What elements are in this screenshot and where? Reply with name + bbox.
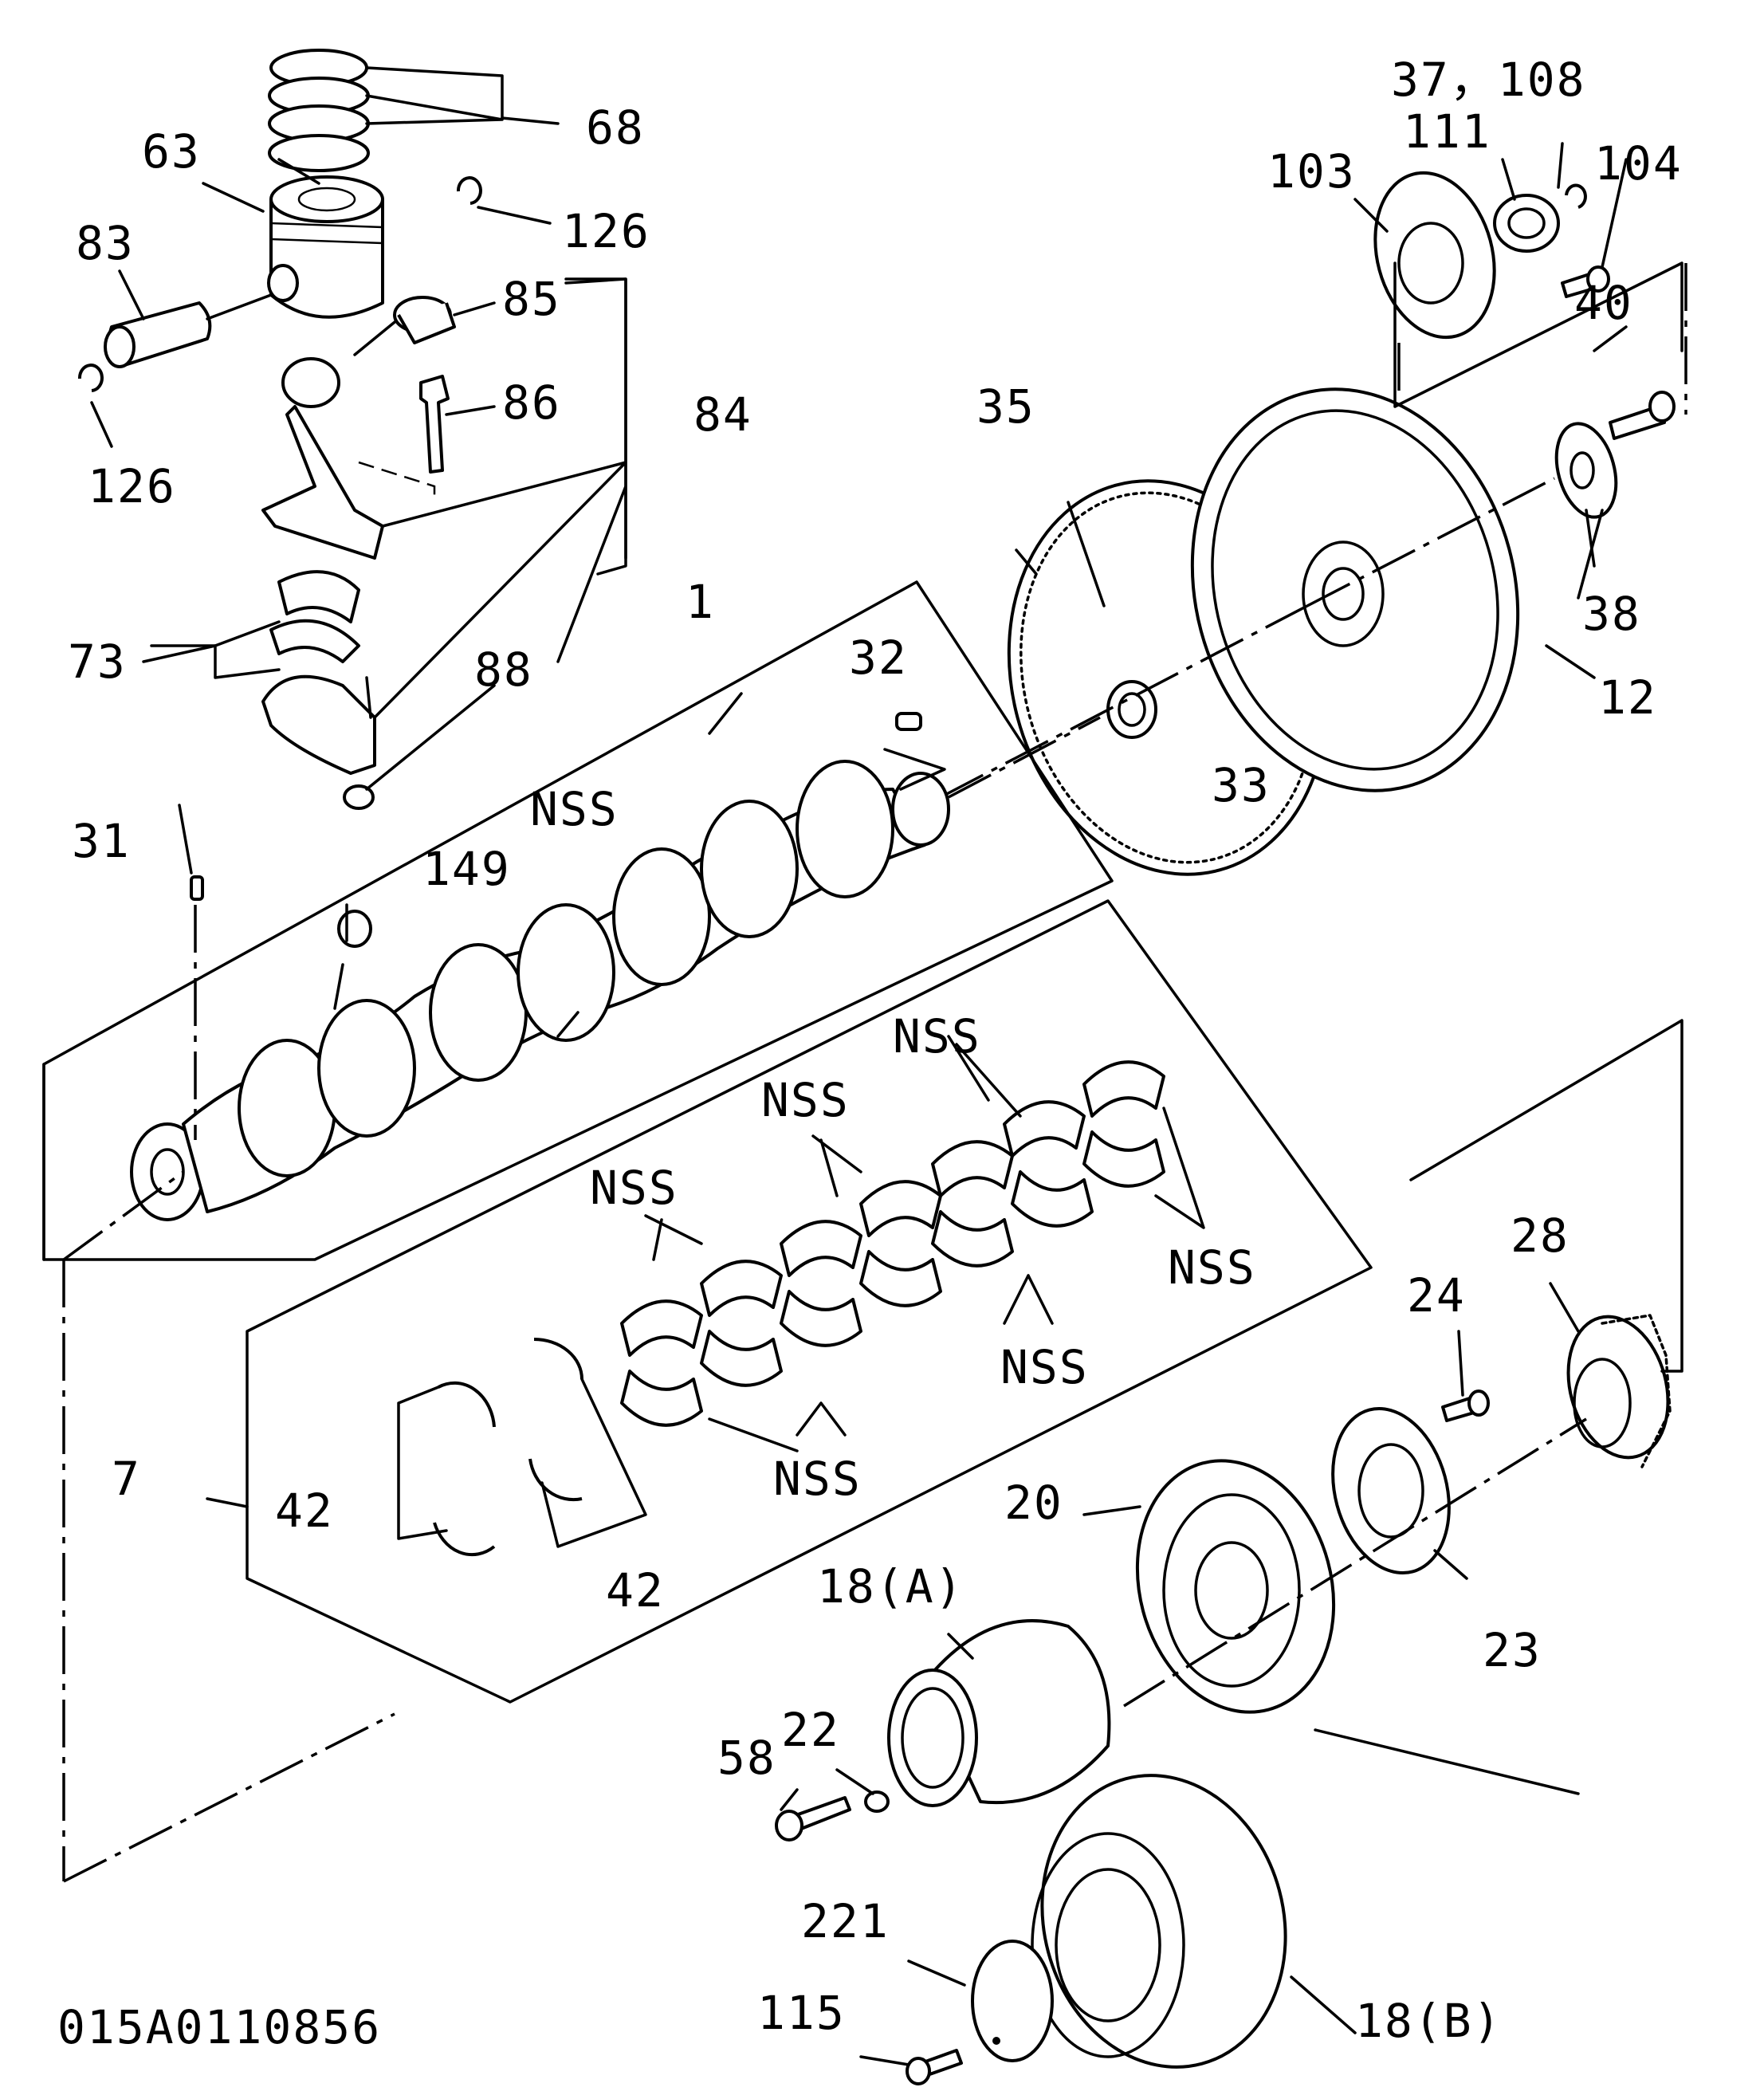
diagram-id: 015A0110856 — [57, 2000, 381, 2054]
callout-18a: 18(A) — [817, 1559, 965, 1614]
crank-plug[interactable] — [333, 910, 372, 1010]
connecting-rod[interactable] — [261, 317, 400, 560]
cover-bolt[interactable] — [906, 2049, 963, 2085]
callout-63: 63 — [142, 124, 201, 179]
callout-nss-crank: NSS — [530, 782, 619, 836]
callout-73: 73 — [68, 635, 127, 689]
callout-85: 85 — [502, 272, 561, 326]
callout-104: 104 — [1594, 136, 1683, 191]
callout-12: 12 — [1598, 670, 1657, 725]
callout-111: 111 — [1403, 104, 1491, 159]
pulley-bolt-small[interactable] — [1441, 1390, 1490, 1422]
callout-42-left: 42 — [275, 1484, 334, 1538]
rod-bolt[interactable] — [358, 375, 496, 502]
oil-seal[interactable] — [1493, 194, 1560, 253]
pulley-b[interactable] — [1010, 1747, 1318, 2094]
callout-28: 28 — [1511, 1209, 1570, 1263]
callout-115: 115 — [757, 1986, 846, 2040]
pulley-bolt[interactable] — [775, 1796, 851, 1842]
callout-68: 68 — [586, 100, 645, 155]
rod-bearing-upper[interactable] — [269, 570, 360, 663]
flywheel-bolt[interactable] — [1609, 391, 1676, 440]
callout-221: 221 — [801, 1894, 890, 1948]
callout-24: 24 — [1407, 1268, 1466, 1323]
rod-cap[interactable] — [261, 674, 376, 775]
callout-42-right: 42 — [606, 1563, 665, 1617]
callout-18b: 18(B) — [1355, 1994, 1503, 2048]
timing-gear[interactable] — [1554, 1306, 1683, 1469]
callout-7: 7 — [112, 1452, 141, 1506]
callout-83: 83 — [76, 216, 135, 270]
callout-35: 35 — [976, 379, 1035, 434]
callout-40: 40 — [1574, 276, 1633, 330]
snap-ring-left[interactable] — [77, 364, 113, 448]
main-bearings-box — [246, 899, 1373, 1704]
pulley-washer[interactable] — [864, 1790, 890, 1813]
callout-31: 31 — [72, 814, 131, 868]
main-bearings-upper[interactable] — [620, 1060, 1165, 1357]
callout-84: 84 — [693, 387, 752, 442]
callout-nss-mid: NSS — [761, 1073, 850, 1127]
callout-126-left: 126 — [88, 459, 176, 513]
callout-103: 103 — [1267, 144, 1356, 199]
pulley-cover-plate[interactable] — [971, 1940, 1054, 2062]
piston-rings[interactable] — [268, 49, 560, 172]
callout-88: 88 — [474, 643, 533, 697]
callout-86: 86 — [502, 375, 561, 430]
vibration-damper[interactable] — [1110, 1438, 1361, 1734]
snap-ring-right[interactable] — [456, 176, 552, 225]
pulley-a[interactable] — [887, 1619, 1111, 1807]
callout-23: 23 — [1483, 1623, 1542, 1677]
main-bearings-lower[interactable] — [620, 1130, 1165, 1427]
callout-126-right: 126 — [562, 204, 650, 258]
callout-1: 1 — [686, 575, 715, 629]
piston-pin[interactable] — [104, 269, 273, 368]
flywheel[interactable] — [1149, 352, 1562, 827]
retainer-bolt[interactable] — [1561, 265, 1610, 298]
callout-nss-top: NSS — [893, 1009, 981, 1063]
callout-37-108: 37，108 — [1391, 53, 1586, 107]
crankshaft[interactable] — [130, 760, 950, 1221]
callout-20: 20 — [1004, 1476, 1063, 1530]
callout-nss-left: NSS — [590, 1161, 678, 1215]
rear-seal-retainer[interactable] — [1357, 159, 1511, 351]
callout-149: 149 — [422, 842, 511, 896]
callout-38: 38 — [1582, 587, 1641, 641]
callout-nss-lower: NSS — [1000, 1340, 1089, 1394]
piston[interactable] — [267, 158, 384, 319]
callout-22: 22 — [781, 1703, 840, 1757]
rod-bushing[interactable] — [393, 296, 496, 344]
crank-gear-key[interactable] — [190, 875, 204, 901]
callout-33: 33 — [1212, 758, 1271, 812]
callout-32: 32 — [849, 631, 908, 685]
callout-58: 58 — [717, 1731, 776, 1785]
callout-nss-bottom: NSS — [773, 1452, 862, 1506]
thrust-washers[interactable] — [433, 1338, 583, 1557]
callout-nss-right: NSS — [1168, 1240, 1256, 1295]
damper-plate[interactable] — [1315, 1395, 1467, 1586]
crank-dowel-pin[interactable] — [883, 712, 946, 791]
seal-snap-ring[interactable] — [1565, 183, 1587, 209]
rod-nut[interactable] — [343, 684, 496, 810]
flywheel-washer[interactable] — [1547, 417, 1626, 524]
